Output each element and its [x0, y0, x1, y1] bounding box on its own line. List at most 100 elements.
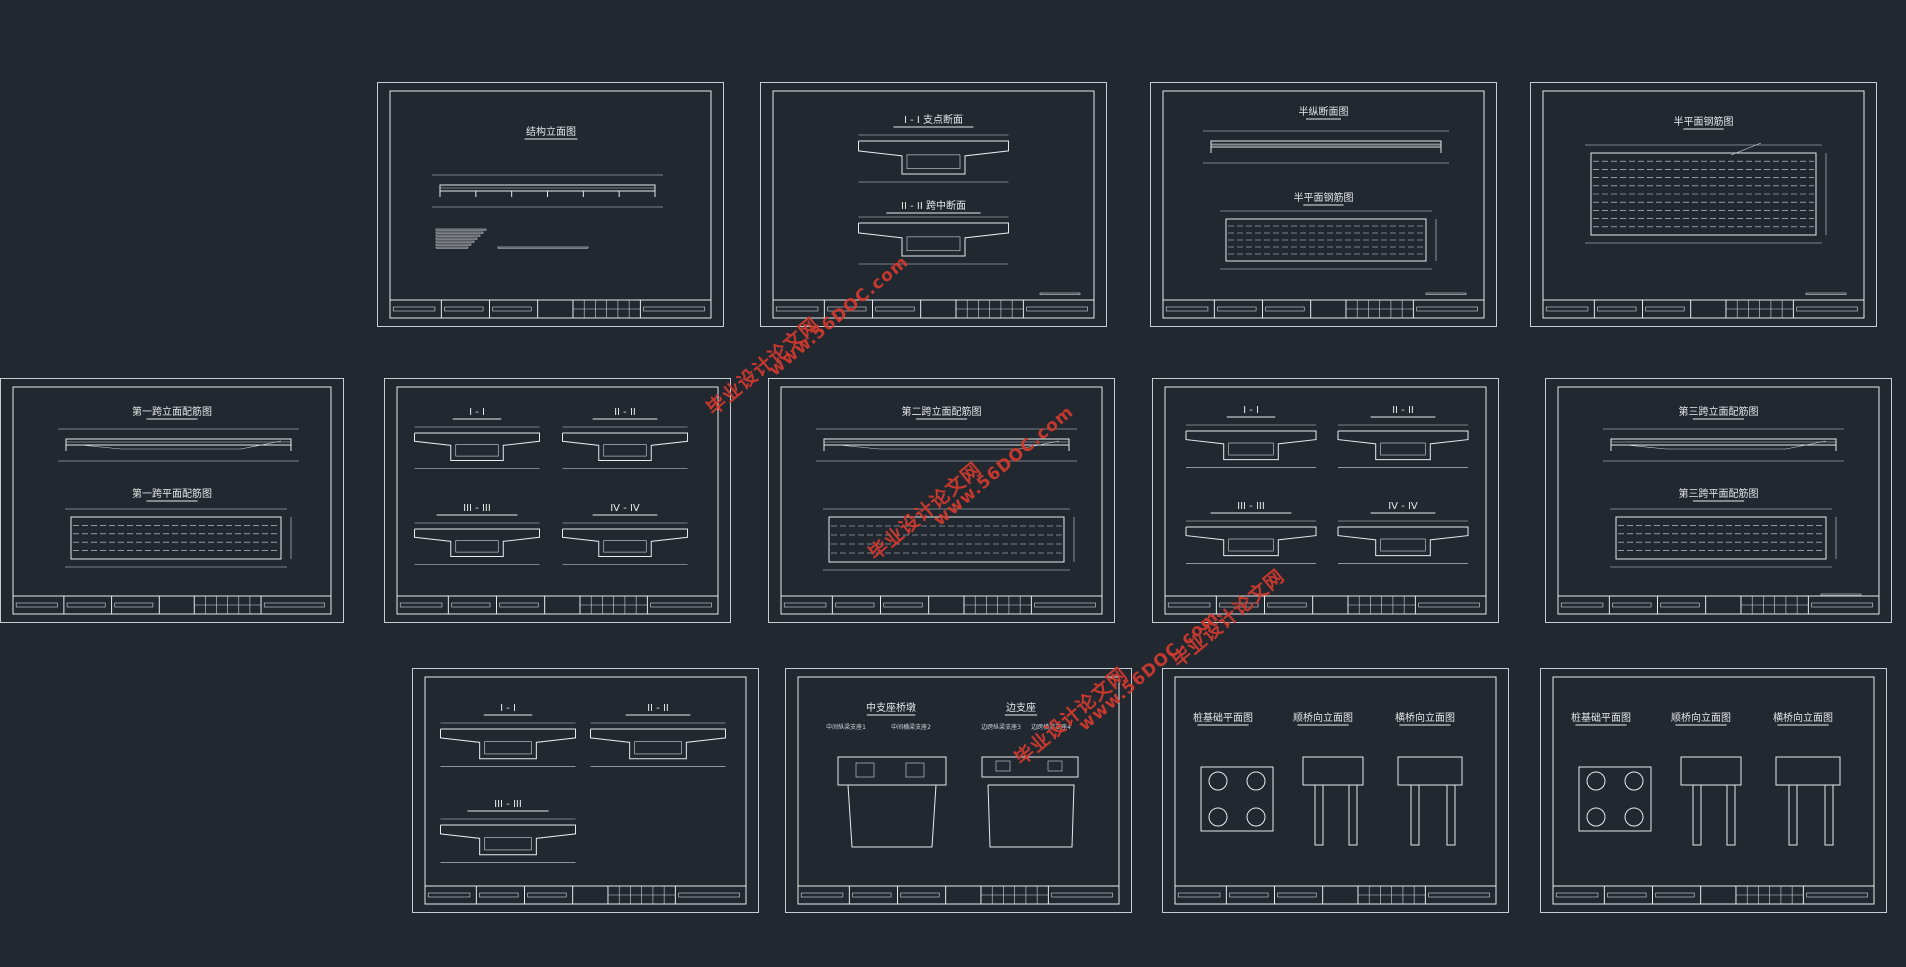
title-block-text	[114, 602, 154, 608]
title-block-text	[479, 892, 519, 898]
title-block-text	[1265, 306, 1305, 312]
note-text	[1820, 593, 1862, 596]
box-cell	[1228, 442, 1274, 456]
inner-border	[1162, 90, 1485, 319]
abutment-column	[987, 784, 1075, 848]
view-title: 横桥向立面图	[1395, 711, 1455, 724]
title-block-text	[399, 602, 443, 608]
title-block-text	[1026, 306, 1088, 312]
view-title: 半平面钢筋图	[1294, 191, 1354, 204]
plan-outline	[828, 516, 1065, 563]
bearing-label: 边跨纵梁支座3	[981, 723, 1021, 731]
view-title: I - I	[500, 703, 516, 714]
drawing-sheet-cross-sections[interactable]: I - I 支点断面 II - II 跨中断面	[760, 82, 1107, 327]
drawing-sheet-pile-foundation-1[interactable]: 桩基础平面图顺桥向立面图横桥向立面图	[1162, 668, 1509, 913]
title-block-text	[900, 892, 940, 898]
leader-line	[1730, 142, 1762, 156]
view-title: 第三跨平面配筋图	[1679, 487, 1759, 500]
sheet-drawing: 桩基础平面图顺桥向立面图横桥向立面图	[1174, 676, 1497, 905]
bearing	[995, 760, 1011, 772]
bearing	[855, 762, 875, 778]
title-block-text	[1560, 602, 1604, 608]
view-title: 中支座桥墩	[866, 701, 916, 714]
plan-outline	[1590, 152, 1817, 236]
inner-border	[396, 386, 719, 615]
title-block-text	[852, 892, 892, 898]
pile-shaft	[1788, 784, 1798, 846]
title-block-text	[883, 602, 923, 608]
title-block-text	[1660, 602, 1700, 608]
note-text	[435, 243, 472, 246]
note-text	[435, 246, 469, 249]
view-title: IV - IV	[1388, 501, 1418, 512]
box-girder-section	[562, 528, 688, 557]
title-block-text	[1034, 602, 1096, 608]
note-text	[435, 231, 484, 234]
title-block-text	[1051, 892, 1113, 898]
view-title: 顺桥向立面图	[1671, 711, 1731, 724]
pile-shaft	[1314, 784, 1324, 846]
title-block-text	[66, 602, 106, 608]
bearing	[1047, 760, 1063, 772]
pile-circle	[1246, 807, 1266, 827]
inner-border	[389, 90, 712, 319]
pile-cap-plan	[1578, 766, 1652, 832]
title-block-text	[1545, 306, 1589, 312]
pile-circle	[1624, 807, 1644, 827]
pile-cap-elevation	[1775, 756, 1841, 786]
drawing-sheet-structure-elevation[interactable]: 结构立面图	[377, 82, 724, 327]
title-block-text	[1217, 306, 1257, 312]
box-cell	[484, 741, 532, 755]
box-cell	[1380, 442, 1426, 456]
title-block-text	[835, 602, 875, 608]
view-title: I - I 支点断面	[904, 113, 963, 126]
title-block-text	[1177, 892, 1221, 898]
box-girder-section	[440, 728, 576, 760]
plan-outline	[1615, 516, 1827, 560]
drawing-sheet-span1-rebar[interactable]: 第一跨立面配筋图第一跨平面配筋图	[0, 378, 344, 623]
drawing-sheet-span2-rebar[interactable]: 第二跨立面配筋图	[768, 378, 1115, 623]
abutment-cap	[981, 756, 1079, 778]
drawing-sheet-span3-rebar[interactable]: 第三跨立面配筋图第三跨平面配筋图	[1545, 378, 1892, 623]
pile-shaft	[1446, 784, 1456, 846]
title-block-text	[499, 602, 539, 608]
title-block-text	[1612, 602, 1652, 608]
view-title: 半平面钢筋图	[1674, 115, 1734, 128]
box-cell	[906, 154, 961, 170]
pile-circle	[1246, 771, 1266, 791]
title-block-text	[1165, 306, 1209, 312]
pile-cap-elevation	[1302, 756, 1364, 786]
drawing-sheet-pile-foundation-2[interactable]: 桩基础平面图顺桥向立面图横桥向立面图	[1540, 668, 1887, 913]
box-girder-section	[440, 824, 576, 856]
drawing-sheet-longitudinal-section[interactable]: 半纵断面图半平面钢筋图	[1150, 82, 1497, 327]
view-title: II - II	[647, 703, 669, 714]
title-block-text	[1607, 892, 1647, 898]
title-block-text	[427, 892, 471, 898]
tendon-profile	[80, 440, 282, 450]
pile-circle	[1586, 807, 1606, 827]
view-title: 第二跨立面配筋图	[902, 405, 982, 418]
pile-circle	[1586, 771, 1606, 791]
view-title: II - II 跨中断面	[901, 199, 966, 212]
title-block-text	[650, 602, 712, 608]
plan-outline	[1225, 218, 1427, 262]
view-title: 桩基础平面图	[1571, 711, 1631, 724]
drawing-sheet-plan-rebar[interactable]: 半平面钢筋图	[1530, 82, 1877, 327]
pile-cap-elevation	[1397, 756, 1463, 786]
title-block-text	[1416, 306, 1478, 312]
pier-cap	[837, 756, 947, 786]
pile-shaft	[1692, 784, 1702, 846]
view-title: I - I	[469, 407, 485, 418]
note-text	[435, 234, 481, 237]
title-block-text	[783, 602, 827, 608]
view-title: II - II	[1392, 405, 1414, 416]
bearing-label: 边跨横梁支座4	[1031, 723, 1071, 731]
box-cell	[484, 837, 532, 851]
